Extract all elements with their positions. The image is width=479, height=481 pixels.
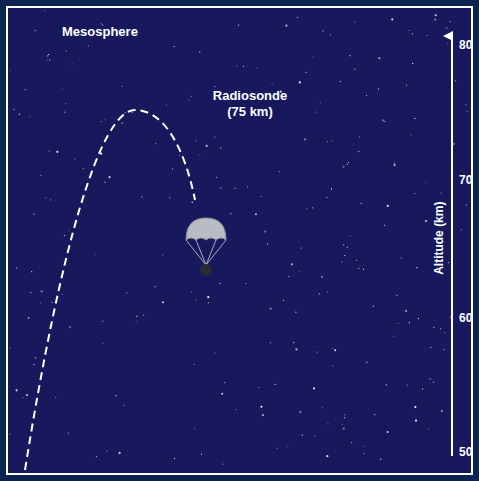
altitude-axis: [451, 36, 453, 456]
flight-path: [25, 110, 195, 470]
stars: [9, 10, 467, 465]
night-sky: [8, 8, 471, 473]
tick-label: 70: [459, 173, 472, 187]
frame-line: [6, 6, 473, 475]
axis-title: Altitude (km): [433, 201, 447, 274]
parachute: [186, 218, 226, 276]
layer-name: Mesosphere: [62, 24, 138, 40]
tick-label: 80: [459, 38, 472, 52]
tick-label: 50: [459, 445, 472, 459]
tick-label: 60: [459, 311, 472, 325]
instrument-label: Radiosonde (75 km): [210, 88, 290, 119]
